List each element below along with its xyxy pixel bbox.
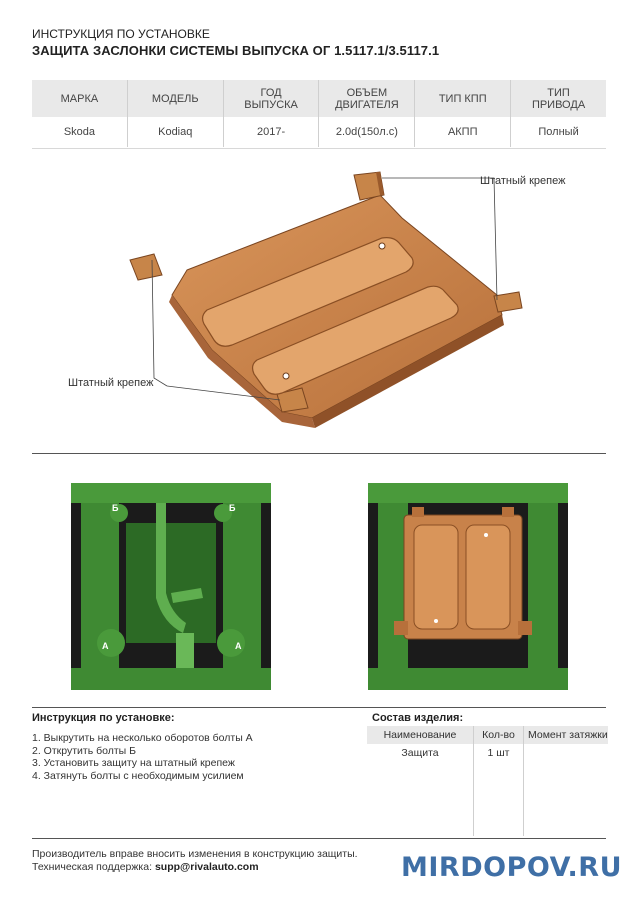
header-title: ЗАЩИТА ЗАСЛОНКИ СИСТЕМЫ ВЫПУСКА ОГ 1.511… xyxy=(32,43,440,58)
spec-value-cell: 2017- xyxy=(222,117,319,147)
spec-header-cell: ГОД ВЫПУСКА xyxy=(222,80,319,117)
header-line-1: ИНСТРУКЦИЯ ПО УСТАНОВКЕ xyxy=(32,27,210,41)
callout-bottom-fastener: Штатный крепеж xyxy=(68,377,154,389)
support-label: Техническая поддержка: xyxy=(32,861,155,873)
instruction-step: 4. Затянуть болты с необходимым усилием xyxy=(32,769,244,782)
spec-value-cell: Kodiaq xyxy=(126,117,223,147)
composition-title: Состав изделия: xyxy=(372,712,464,724)
footer-notice: Производитель вправе вносить изменения в… xyxy=(32,848,358,860)
spec-header-cell: ОБЪЕМ ДВИГАТЕЛЯ xyxy=(318,80,414,117)
divider-footer xyxy=(32,838,606,839)
instructions-list: 1. Выкрутить на несколько оборотов болты… xyxy=(32,732,253,782)
photo-after-install xyxy=(368,483,568,690)
composition-row: Защита 1 шт xyxy=(367,744,608,762)
divider-bottom xyxy=(32,707,606,708)
spec-value-cell: АКПП xyxy=(414,117,510,147)
bolt-label-a-right: А xyxy=(235,641,242,651)
spec-separator xyxy=(32,148,606,149)
composition-item-name: Защита xyxy=(401,747,439,759)
bolt-label-b-left: Б xyxy=(112,503,119,513)
skid-plate-illustration xyxy=(129,171,523,428)
composition-empty-space xyxy=(367,762,608,836)
composition-header-name: Наименование xyxy=(383,729,457,741)
footer-support: Техническая поддержка: supp@rivalauto.co… xyxy=(32,861,259,873)
spec-value-cell: Полный xyxy=(510,117,606,147)
instruction-step: 2. Открутить болты Б xyxy=(32,744,137,757)
spec-header-row: МАРКА МОДЕЛЬ ГОД ВЫПУСКА ОБЪЕМ ДВИГАТЕЛЯ… xyxy=(32,80,606,117)
spec-table: МАРКА МОДЕЛЬ ГОД ВЫПУСКА ОБЪЕМ ДВИГАТЕЛЯ… xyxy=(32,80,606,147)
instruction-step: 3. Установить защиту на штатный крепеж xyxy=(32,757,235,769)
spec-header-cell: МАРКА xyxy=(60,92,99,105)
composition-header-row: Наименование Кол-во Момент затяжки xyxy=(367,726,608,744)
skid-plate-drawing: Штатный крепеж Штатный крепеж xyxy=(32,150,606,445)
spec-header-cell: ТИП ПРИВОДА xyxy=(510,80,606,117)
bolt-label-a-left: А xyxy=(102,641,109,651)
spec-value-cell: 2.0d(150л.с) xyxy=(318,117,414,147)
spec-value-row: Skoda Kodiaq 2017- 2.0d(150л.с) АКПП Пол… xyxy=(32,117,606,147)
divider-top xyxy=(32,453,606,454)
photo-before-install: Б Б А А xyxy=(71,483,271,690)
instructions-title: Инструкция по установке: xyxy=(32,712,175,724)
spec-header-cell: МОДЕЛЬ xyxy=(126,80,223,117)
watermark: MIRDOPOV.RU xyxy=(401,852,622,883)
composition-table: Наименование Кол-во Момент затяжки Защит… xyxy=(367,726,608,836)
composition-item-torque xyxy=(523,744,608,762)
bolt-label-b-right: Б xyxy=(229,503,236,513)
support-email-link[interactable]: supp@rivalauto.com xyxy=(154,861,259,873)
spec-header-cell: ТИП КПП xyxy=(414,80,510,117)
composition-header-torque: Момент затяжки xyxy=(523,726,608,744)
composition-item-qty: 1 шт xyxy=(473,744,523,762)
instruction-step: 1. Выкрутить на несколько оборотов болты… xyxy=(32,732,253,744)
composition-header-qty: Кол-во xyxy=(473,726,523,744)
callout-top-fastener: Штатный крепеж xyxy=(480,175,566,187)
spec-value-cell: Skoda xyxy=(63,126,96,138)
